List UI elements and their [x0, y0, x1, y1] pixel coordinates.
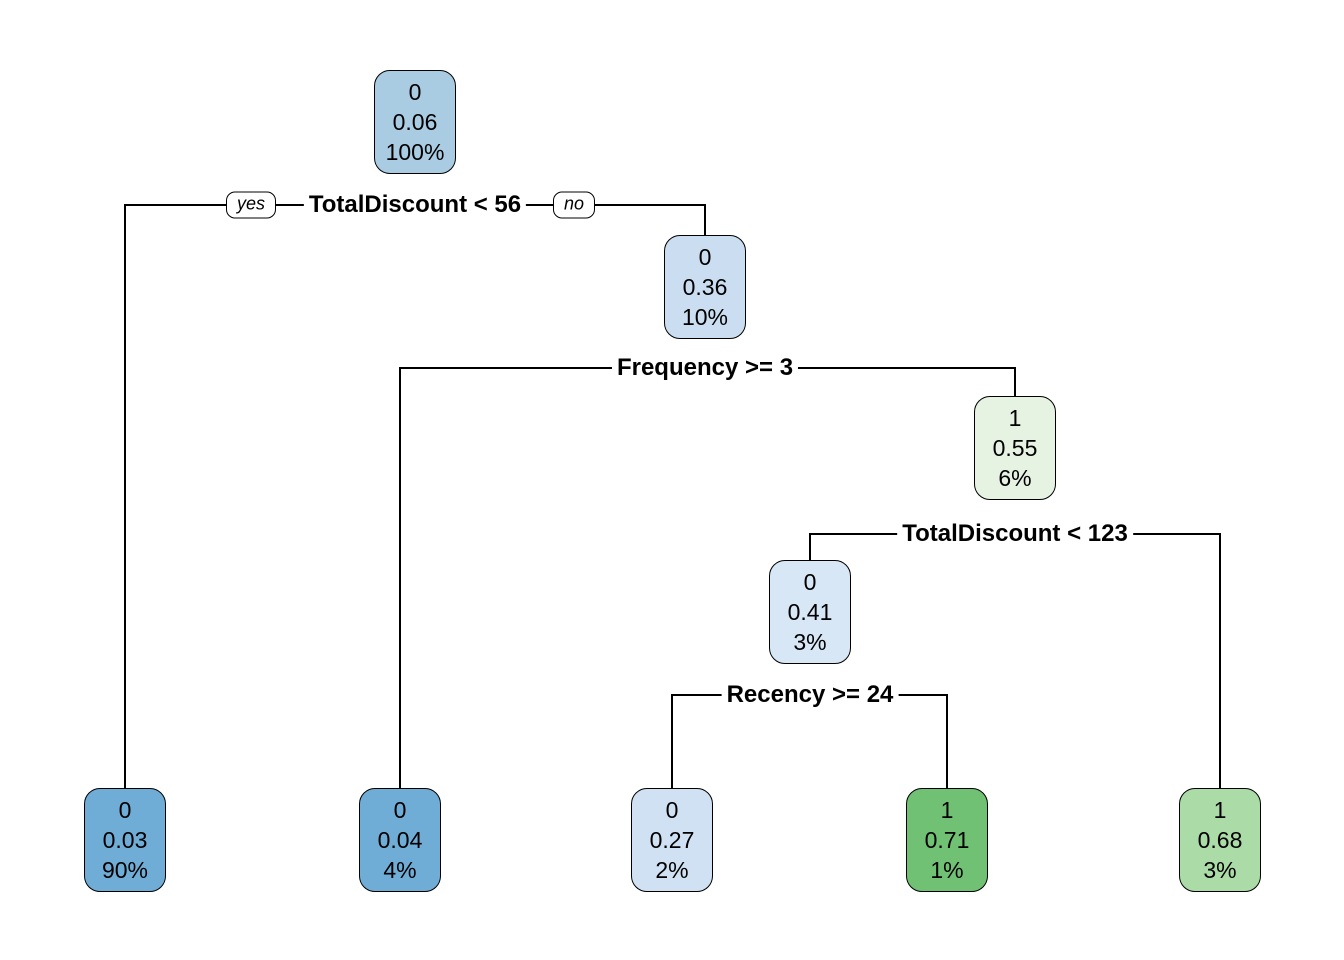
split-label-totaldiscount-56: TotalDiscount < 56: [303, 191, 527, 219]
branch-line: [399, 367, 401, 788]
node-class-label: 0: [393, 797, 407, 823]
node-class-label: 1: [940, 797, 954, 823]
node-coverage-pct: 90%: [101, 857, 149, 883]
tree-node-6pct: 1 0.55 6%: [974, 396, 1056, 500]
node-probability: 0.71: [924, 827, 970, 853]
split-label-recency-24: Recency >= 24: [721, 681, 899, 709]
yes-branch-badge: yes: [225, 191, 277, 219]
node-coverage-pct: 1%: [930, 857, 964, 883]
node-coverage-pct: 4%: [383, 857, 417, 883]
node-probability: 0.41: [787, 599, 833, 625]
branch-line: [704, 204, 706, 235]
node-coverage-pct: 3%: [1203, 857, 1237, 883]
node-class-label: 1: [1213, 797, 1227, 823]
node-coverage-pct: 6%: [998, 465, 1032, 491]
node-probability: 0.04: [377, 827, 423, 853]
tree-leaf-2pct: 0 0.27 2%: [631, 788, 713, 892]
node-probability: 0.68: [1197, 827, 1243, 853]
node-probability: 0.55: [992, 435, 1038, 461]
branch-line: [1014, 367, 1016, 396]
no-branch-badge: no: [552, 191, 596, 219]
node-coverage-pct: 3%: [793, 629, 827, 655]
branch-line: [1219, 533, 1221, 788]
node-coverage-pct: 10%: [681, 304, 729, 330]
node-probability: 0.36: [682, 274, 728, 300]
tree-leaf-1pct: 1 0.71 1%: [906, 788, 988, 892]
node-class-label: 0: [665, 797, 679, 823]
tree-leaf-4pct: 0 0.04 4%: [359, 788, 441, 892]
node-probability: 0.03: [102, 827, 148, 853]
tree-node-10pct: 0 0.36 10%: [664, 235, 746, 339]
tree-leaf-3pct: 1 0.68 3%: [1179, 788, 1261, 892]
node-coverage-pct: 2%: [655, 857, 689, 883]
branch-line: [946, 694, 948, 788]
node-class-label: 0: [698, 244, 712, 270]
tree-node-root: 0 0.06 100%: [374, 70, 456, 174]
split-label-frequency-3: Frequency >= 3: [611, 354, 799, 382]
node-class-label: 0: [408, 79, 422, 105]
node-class-label: 0: [118, 797, 132, 823]
node-class-label: 0: [803, 569, 817, 595]
tree-node-3pct-inner: 0 0.41 3%: [769, 560, 851, 664]
branch-line: [124, 204, 126, 788]
node-class-label: 1: [1008, 405, 1022, 431]
branch-line: [809, 533, 811, 560]
node-probability: 0.06: [392, 109, 438, 135]
split-label-totaldiscount-123: TotalDiscount < 123: [897, 520, 1133, 548]
tree-leaf-90pct: 0 0.03 90%: [84, 788, 166, 892]
branch-line: [671, 694, 673, 788]
node-coverage-pct: 100%: [385, 139, 445, 165]
node-probability: 0.27: [649, 827, 695, 853]
